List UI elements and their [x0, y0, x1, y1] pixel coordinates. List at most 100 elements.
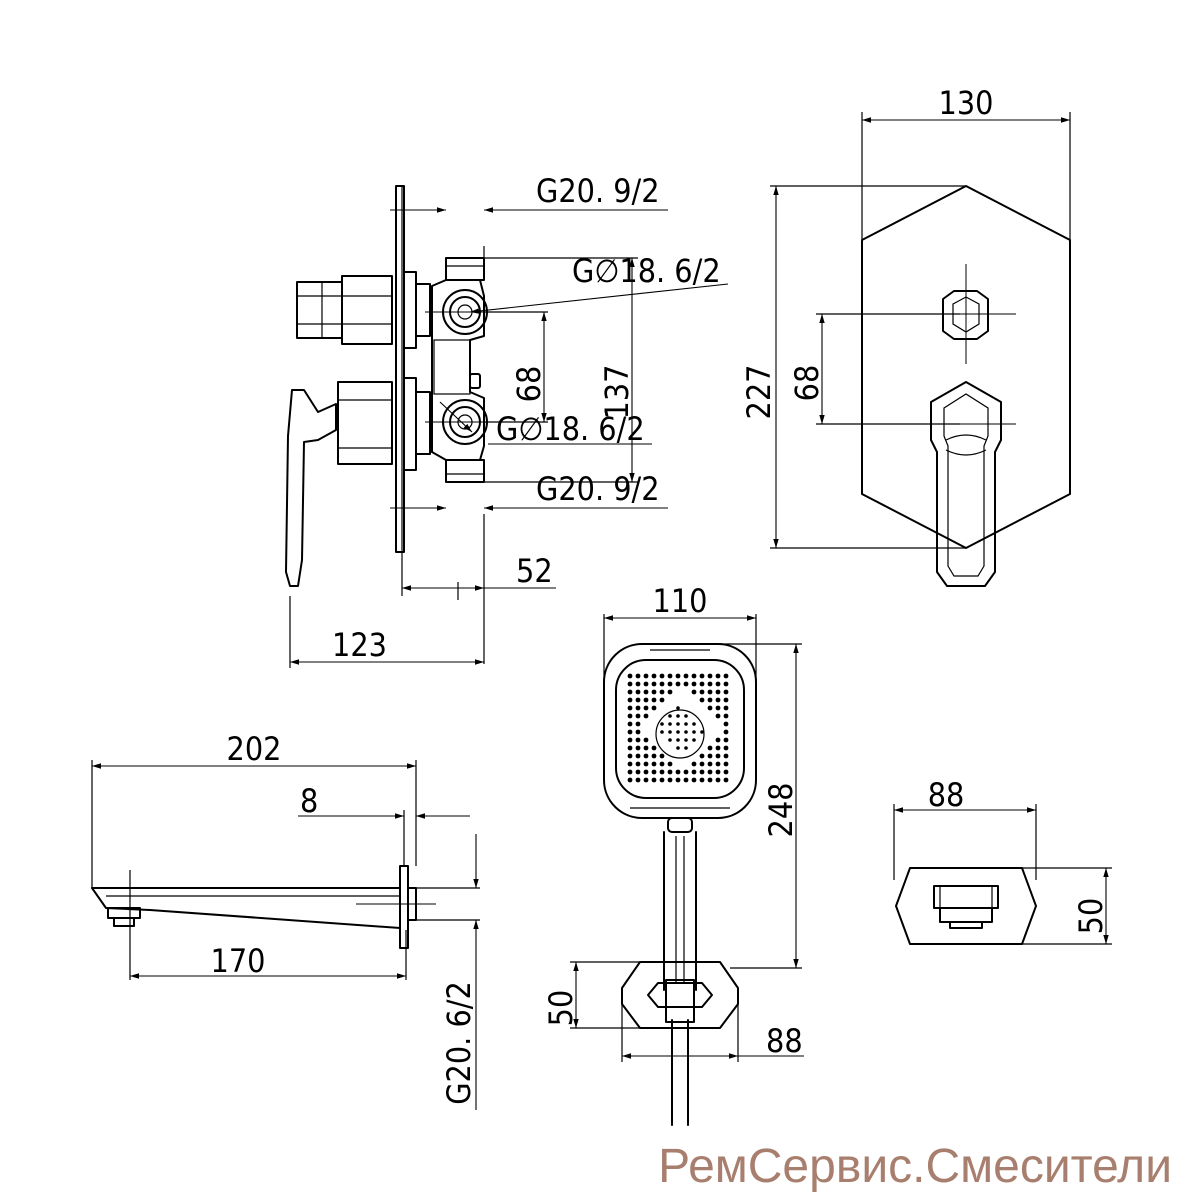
nozzle-dot	[635, 689, 641, 695]
nozzle-dot	[707, 705, 713, 711]
nozzle-dot	[691, 769, 697, 775]
nozzle-dot	[699, 673, 705, 679]
nozzle-dot	[699, 681, 705, 687]
nozzle-dot	[723, 673, 729, 679]
nozzle-dot	[627, 729, 633, 735]
nozzle-dot	[683, 769, 689, 775]
nozzle-dot	[715, 681, 721, 687]
nozzle-dot	[635, 697, 641, 703]
front-spacing-label: 68	[788, 365, 826, 402]
valve-spacing-label: 68	[510, 366, 548, 403]
nozzle-dot	[715, 777, 721, 783]
holder-width-label: 88	[766, 1022, 803, 1060]
nozzle-dot	[643, 689, 649, 695]
inlet-bottom-label: G∅18. 6/2	[496, 410, 645, 448]
nozzle-dot	[627, 761, 633, 767]
nozzle-dot	[684, 730, 688, 734]
nozzle-dot	[723, 721, 729, 727]
inlet-top-label: G∅18. 6/2	[572, 252, 721, 290]
nozzle-dot	[668, 738, 672, 742]
nozzle-dot	[659, 777, 665, 783]
nozzle-dot	[627, 721, 633, 727]
shower-width-label: 110	[653, 582, 708, 620]
front-width-label: 130	[939, 84, 994, 122]
nozzle-dot	[683, 673, 689, 679]
nozzle-dot	[643, 673, 649, 679]
nozzle-dot	[723, 761, 729, 767]
nozzle-dot	[651, 705, 657, 711]
wall-flange-view: 88 50	[893, 776, 1112, 945]
nozzle-dot	[651, 769, 657, 775]
nozzle-dot	[651, 777, 657, 783]
nozzle-dot	[707, 745, 713, 751]
nozzle-dot	[627, 681, 633, 687]
faceplate-outline	[861, 185, 1071, 549]
nozzle-dot	[684, 714, 688, 718]
nozzle-dot	[643, 753, 649, 759]
nozzle-dot	[699, 777, 705, 783]
nozzle-dot	[659, 673, 665, 679]
nozzle-dot	[723, 729, 729, 735]
nozzle-dot	[715, 737, 721, 743]
nozzle-dot	[699, 697, 705, 703]
nozzle-dot	[651, 753, 657, 759]
spout-view: 202 8 170 G20. 6/2	[91, 730, 480, 1110]
nozzle-dot	[684, 738, 688, 742]
nozzle-dot	[676, 730, 680, 734]
nozzle-dot	[668, 730, 672, 734]
nozzle-dot	[627, 769, 633, 775]
valve-depth-label: 52	[516, 552, 553, 590]
nozzle-dot	[627, 777, 633, 783]
nozzle-dot	[691, 673, 697, 679]
nozzle-dot	[659, 689, 665, 695]
nozzle-dot	[676, 706, 680, 710]
nozzle-dot	[635, 753, 641, 759]
nozzle-dot	[643, 681, 649, 687]
nozzle-dot	[715, 689, 721, 695]
nozzle-dot	[667, 689, 673, 695]
nozzle-dot	[635, 721, 641, 727]
nozzle-dot	[715, 761, 721, 767]
nozzle-dot	[659, 753, 665, 759]
nozzle-dot	[651, 681, 657, 687]
nozzle-dot	[707, 681, 713, 687]
nozzle-dot	[675, 769, 681, 775]
nozzle-dot	[707, 761, 713, 767]
shower-head-face	[615, 659, 745, 799]
shower-height-label: 248	[762, 783, 800, 838]
nozzle-dot	[627, 713, 633, 719]
nozzle-dot	[691, 761, 697, 767]
watermark: РемСервис.Смесители	[658, 1140, 1172, 1193]
side-view-valve: G20. 9/2 G∅18. 6/2 G∅18. 6/2 G20. 9/2 68…	[285, 172, 729, 668]
nozzle-dot	[635, 681, 641, 687]
nozzle-dot	[676, 746, 680, 750]
flange-width-label: 88	[928, 776, 965, 814]
nozzle-dot	[723, 753, 729, 759]
nozzle-dot	[635, 729, 641, 735]
nozzle-dot	[651, 689, 657, 695]
nozzle-dot	[643, 777, 649, 783]
nozzle-dot	[707, 769, 713, 775]
nozzle-dot	[715, 745, 721, 751]
nozzle-dot	[723, 777, 729, 783]
spout-thread-label: G20. 6/2	[440, 981, 478, 1105]
nozzle-dot	[675, 673, 681, 679]
nozzle-dot	[676, 714, 680, 718]
nozzle-dot	[707, 689, 713, 695]
mixer-handle	[916, 381, 1016, 587]
spout-plate-label: 8	[300, 782, 318, 820]
nozzle-dot	[667, 769, 673, 775]
spout-length-label: 202	[227, 730, 282, 768]
nozzle-dot	[723, 713, 729, 719]
nozzle-dot	[723, 689, 729, 695]
diverter-knob	[916, 264, 1016, 364]
nozzle-dot	[627, 673, 633, 679]
mixer-cartridge	[337, 377, 431, 471]
nozzle-dot	[723, 697, 729, 703]
shower-holder	[621, 961, 739, 1029]
nozzle-dot	[692, 730, 696, 734]
nozzle-dot	[635, 737, 641, 743]
nozzle-dot	[643, 761, 649, 767]
nozzle-dot	[667, 777, 673, 783]
nozzle-dot	[723, 681, 729, 687]
